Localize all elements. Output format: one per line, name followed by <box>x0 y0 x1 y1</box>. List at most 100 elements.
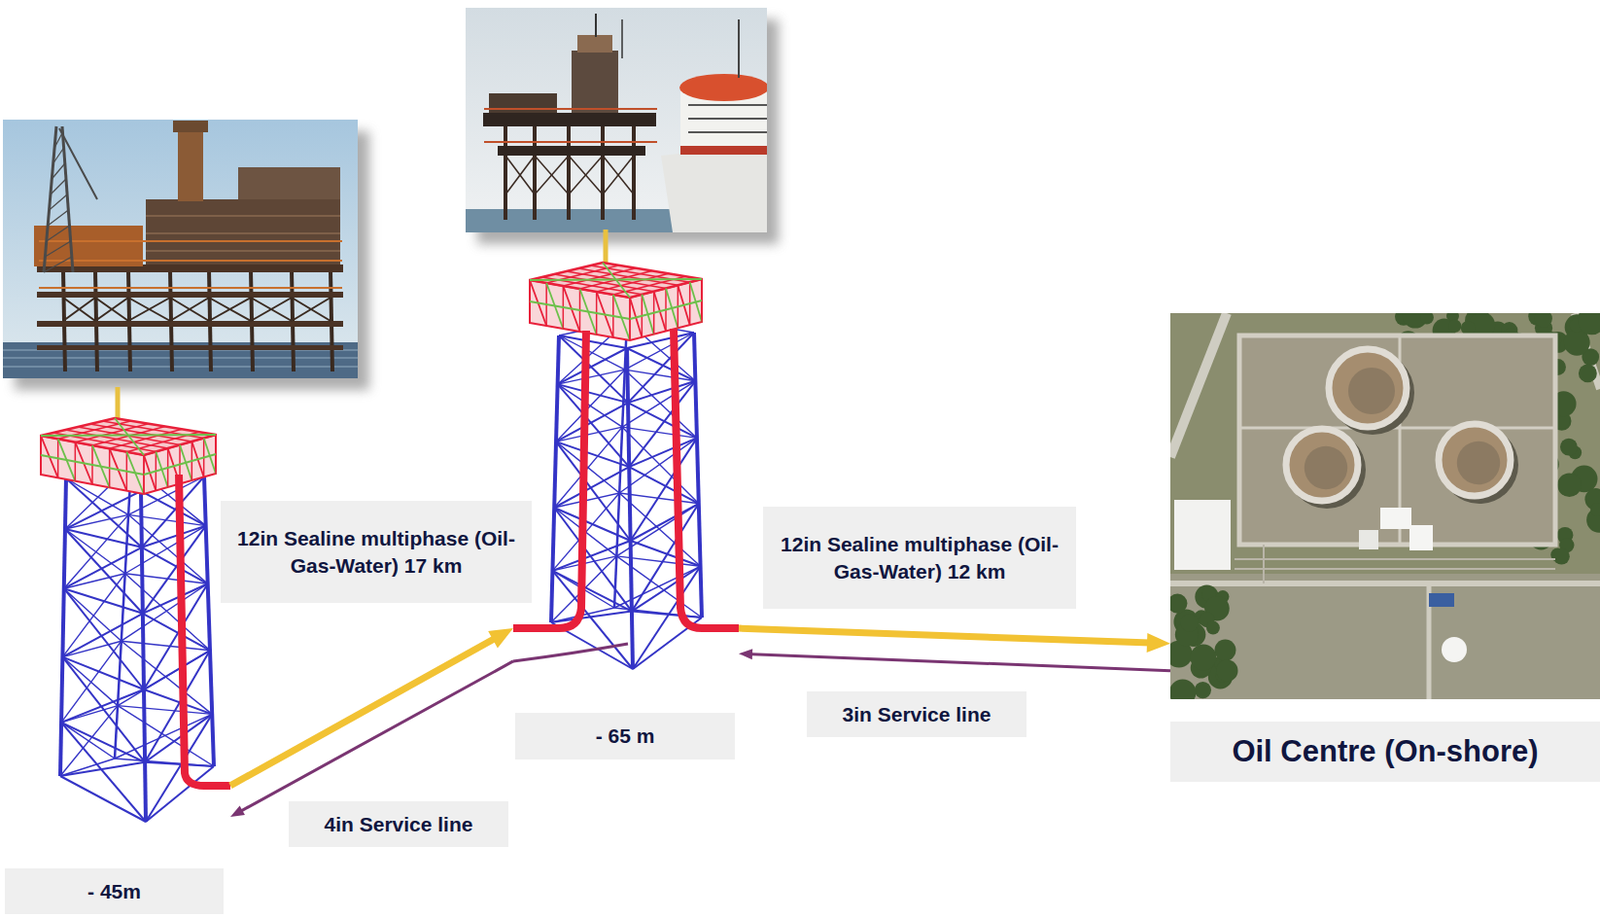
crane-lattice <box>44 241 70 257</box>
jacket-member <box>141 525 207 548</box>
jacket-leg <box>614 320 627 608</box>
crane-lattice <box>47 209 69 226</box>
ship-window <box>688 117 767 120</box>
tree <box>1180 613 1198 631</box>
service-line-arrow <box>237 660 514 813</box>
storage-tank <box>1286 428 1358 501</box>
photo-sea <box>2 342 358 379</box>
brace <box>568 155 603 195</box>
centre-jacket <box>513 229 739 669</box>
jacket-brace <box>558 335 628 403</box>
platform-photo <box>2 119 358 379</box>
brace <box>505 155 535 195</box>
deck-girder <box>40 454 144 475</box>
jacket-leg <box>140 490 146 822</box>
deck-beam <box>483 112 657 127</box>
deck-girder <box>143 453 216 475</box>
pipeline-label: 12in Sealine multiphase (Oil-Gas-Water) … <box>763 506 1077 609</box>
tree <box>1560 438 1578 456</box>
tree <box>1170 592 1187 613</box>
tower <box>177 128 204 202</box>
pipeline-label: 3in Service line <box>806 691 1027 737</box>
pipeline-label: 12in Sealine multiphase (Oil-Gas-Water) … <box>220 500 532 603</box>
jacket-brace <box>554 507 632 612</box>
left-jacket <box>40 386 231 822</box>
storage-tank <box>1438 423 1511 496</box>
ground <box>1170 313 1600 699</box>
tree <box>1194 681 1212 698</box>
pipe-rack <box>1234 567 1556 570</box>
storage-tank <box>1328 348 1407 427</box>
module <box>577 34 613 53</box>
crane-lattice <box>49 194 69 210</box>
jacket-leg <box>551 335 559 623</box>
jacket-brace <box>142 525 207 614</box>
photo-sky <box>465 7 767 233</box>
ship-hull <box>660 143 767 233</box>
onshore-plant-node: Oil Centre (On-shore) <box>1170 313 1600 782</box>
platform-leg <box>631 124 636 220</box>
brace <box>128 297 171 321</box>
brace <box>534 155 569 195</box>
jacket-member <box>145 765 214 822</box>
jacket-member <box>60 758 115 776</box>
deck-girder <box>114 417 144 455</box>
pipeline-label: 4in Service line <box>288 800 509 847</box>
tree <box>1533 313 1552 328</box>
crane-lattice <box>51 163 65 179</box>
brace <box>291 297 331 321</box>
jacket-brace <box>140 490 207 526</box>
platform-node: - 45m <box>4 417 231 914</box>
railing <box>484 140 658 143</box>
platform-photo <box>465 7 767 233</box>
jacket-brace <box>625 369 697 438</box>
jacket-brace <box>630 437 697 541</box>
jacket-brace <box>554 426 623 508</box>
tower-top <box>173 120 209 133</box>
ship-stripe <box>680 145 767 155</box>
jacket-member <box>557 383 628 403</box>
tank-roof <box>1457 441 1500 485</box>
photo-sky <box>2 119 358 379</box>
pipe-rack <box>1234 557 1556 560</box>
deck-beam <box>497 145 646 156</box>
jacket-brace <box>145 713 212 822</box>
brace <box>63 297 96 321</box>
building <box>1409 524 1433 551</box>
depth-label: - 45m <box>4 868 224 914</box>
jacket-brace <box>628 466 699 504</box>
jacket-brace <box>64 547 142 589</box>
brace <box>534 155 569 195</box>
jacket-brace <box>143 583 209 690</box>
jacket-brace <box>556 402 628 442</box>
railing <box>484 107 658 110</box>
jacket-brace <box>64 588 122 641</box>
crane-lattice <box>53 147 65 164</box>
tree <box>1170 678 1196 699</box>
crane-boom <box>59 128 98 200</box>
jacket-brace <box>62 613 142 658</box>
tree <box>1420 313 1434 324</box>
tree <box>1214 639 1236 661</box>
deck-beam <box>36 291 344 298</box>
jacket-brace <box>121 583 209 641</box>
tree <box>1216 660 1238 682</box>
jacket-brace <box>558 335 626 370</box>
jacket-brace <box>627 402 697 438</box>
jacket-member <box>143 650 210 690</box>
jacket-brace <box>557 347 627 384</box>
railing <box>38 286 343 289</box>
jacket-brace <box>61 722 146 822</box>
jacket-brace <box>552 540 630 571</box>
sea-wave <box>2 356 358 359</box>
tree <box>1553 548 1570 565</box>
jacket-brace <box>630 540 701 566</box>
deck-girder <box>529 301 630 319</box>
tank-roof <box>1348 367 1395 415</box>
jacket-brace <box>622 381 696 427</box>
jacket-member <box>627 381 696 403</box>
ship-mast <box>737 19 740 78</box>
road <box>1170 580 1600 587</box>
service-pipe <box>513 643 628 661</box>
tree <box>1460 320 1476 336</box>
